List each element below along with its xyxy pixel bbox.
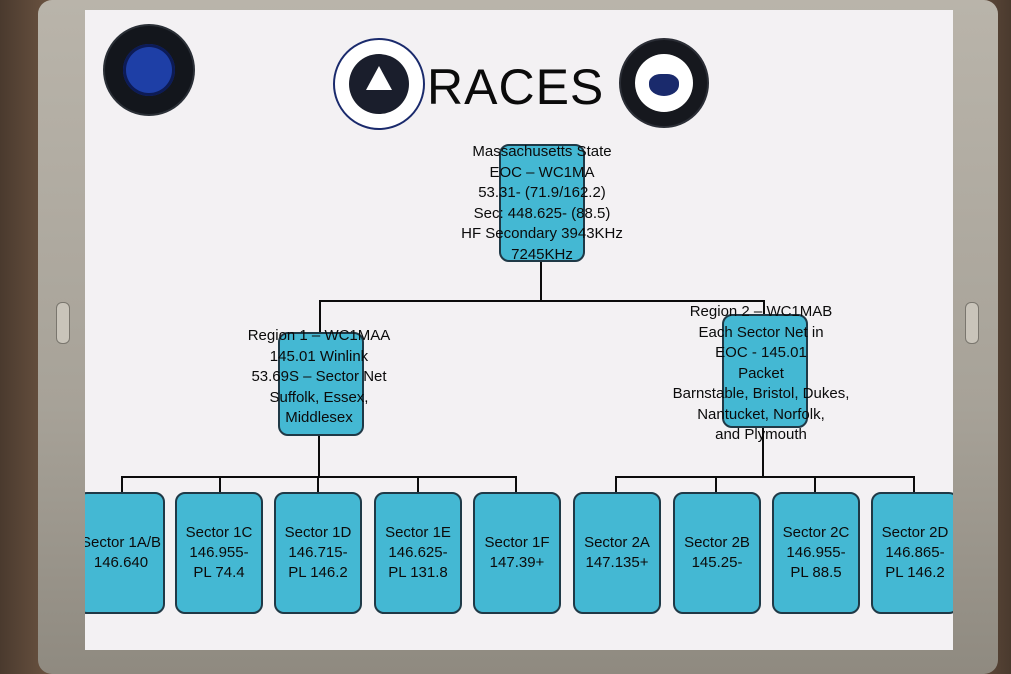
state-eoc-line: Sec: 448.625- (88.5) — [473, 204, 611, 222]
sector-drop — [913, 476, 915, 494]
region1-line: Region 1 – WC1MAA — [247, 327, 391, 344]
sector-drop — [417, 476, 419, 494]
state-eoc-line: 7245KHz — [511, 245, 573, 263]
sector-box-2b: Sector 2B 145.25- — [673, 492, 761, 614]
state-eoc-box — [499, 144, 585, 262]
sector-box-2c: Sector 2C 146.955- PL 88.5 — [772, 492, 860, 614]
connector-region1-down — [318, 432, 320, 478]
sector-name: Sector 2D — [881, 524, 949, 541]
sector-frequency: 146.865- — [885, 544, 945, 561]
sector-frequency: 147.135+ — [585, 554, 649, 571]
region2-label: Region 2 – WC1MAB Each Sector Net in EOC… — [649, 302, 873, 446]
state-eoc-line: HF Secondary 3943KHz — [461, 225, 623, 242]
bezel-button-right[interactable] — [965, 302, 979, 344]
sector-frequency: 146.955- — [786, 544, 846, 561]
region2-line: and Plymouth — [715, 426, 807, 443]
region1-line: 145.01 Winlink — [269, 347, 369, 365]
slide-title: RACES — [427, 59, 605, 115]
homeland-security-seal-icon — [619, 38, 709, 128]
sector-drop — [615, 476, 617, 494]
sector-frequency: 147.39+ — [489, 554, 545, 571]
sector-box-1d: Sector 1D 146.715- PL 146.2 — [274, 492, 362, 614]
sector-box-1f: Sector 1F 147.39+ — [473, 492, 561, 614]
races-logo-icon — [333, 38, 425, 130]
region1-box — [278, 332, 364, 436]
connector-region1-up — [319, 300, 321, 334]
sector-frequency: 146.955- — [189, 544, 249, 561]
state-eoc-label: Massachusetts State EOC – WC1MA 53.31- (… — [437, 142, 647, 265]
sector-name: Sector 2C — [782, 524, 850, 541]
sector-pl: PL 74.4 — [193, 564, 245, 581]
region2-line: Region 2 – WC1MAB — [689, 303, 833, 320]
sector-box-1c: Sector 1C 146.955- PL 74.4 — [175, 492, 263, 614]
sector-pl: PL 146.2 — [885, 564, 945, 581]
connector-region2-up — [763, 300, 765, 314]
region1-line: Middlesex — [285, 409, 353, 426]
sector-drop — [121, 476, 123, 494]
slide-screen: RACES Massachusetts State EOC – WC1MA 53… — [85, 10, 953, 650]
sector-drop — [814, 476, 816, 494]
sector-box-2a: Sector 2A 147.135+ — [573, 492, 661, 614]
sector-frequency: 145.25- — [691, 554, 743, 571]
sector-frequency: 146.625- — [388, 544, 448, 561]
region2-line: EOC - 145.01 — [715, 344, 807, 361]
sector-name: Sector 1D — [284, 524, 352, 541]
state-eoc-line: 53.31- (71.9/162.2) — [478, 184, 606, 201]
sector-name: Sector 2B — [684, 534, 750, 551]
region2-line: Barnstable, Bristol, Dukes, — [672, 385, 850, 402]
connector-sectors1-horizontal — [121, 476, 517, 478]
sector-frequency: 146.715- — [288, 544, 348, 561]
state-eoc-line: Massachusetts State — [472, 143, 612, 160]
connector-regions-horizontal — [319, 300, 765, 302]
region2-box — [722, 314, 808, 428]
state-eoc-line: EOC – WC1MA — [489, 163, 595, 181]
sector-box-1e: Sector 1E 146.625- PL 131.8 — [374, 492, 462, 614]
sector-box-1ab: Sector 1A/B 146.640 — [85, 492, 165, 614]
sector-drop — [317, 476, 319, 494]
connector-region2-down — [762, 422, 764, 478]
region1-label: Region 1 – WC1MAA 145.01 Winlink 53.69S … — [219, 326, 419, 429]
sector-pl: PL 146.2 — [288, 564, 348, 581]
sector-pl: PL 88.5 — [790, 564, 842, 581]
sector-drop — [219, 476, 221, 494]
region1-line: 53.69S – Sector Net — [251, 368, 387, 385]
sector-name: Sector 1E — [385, 524, 451, 541]
sector-name: Sector 1F — [484, 534, 550, 551]
sector-name: Sector 1A/B — [85, 534, 162, 551]
region2-line: Packet — [738, 364, 784, 382]
sector-pl: PL 131.8 — [388, 564, 448, 581]
region2-line: Nantucket, Norfolk, — [697, 405, 825, 423]
sector-box-2d: Sector 2D 146.865- PL 146.2 — [871, 492, 953, 614]
region2-line: Each Sector Net in — [698, 323, 824, 341]
massachusetts-seal-icon — [105, 26, 193, 114]
sector-frequency: 146.640 — [93, 554, 149, 571]
bezel-button-left[interactable] — [56, 302, 70, 344]
sector-drop — [715, 476, 717, 494]
connector-top-down — [540, 256, 542, 302]
sector-drop — [515, 476, 517, 494]
connector-sectors2-horizontal — [615, 476, 915, 478]
sector-name: Sector 2A — [584, 534, 650, 551]
region1-line: Suffolk, Essex, — [269, 388, 369, 406]
sector-name: Sector 1C — [185, 524, 253, 541]
